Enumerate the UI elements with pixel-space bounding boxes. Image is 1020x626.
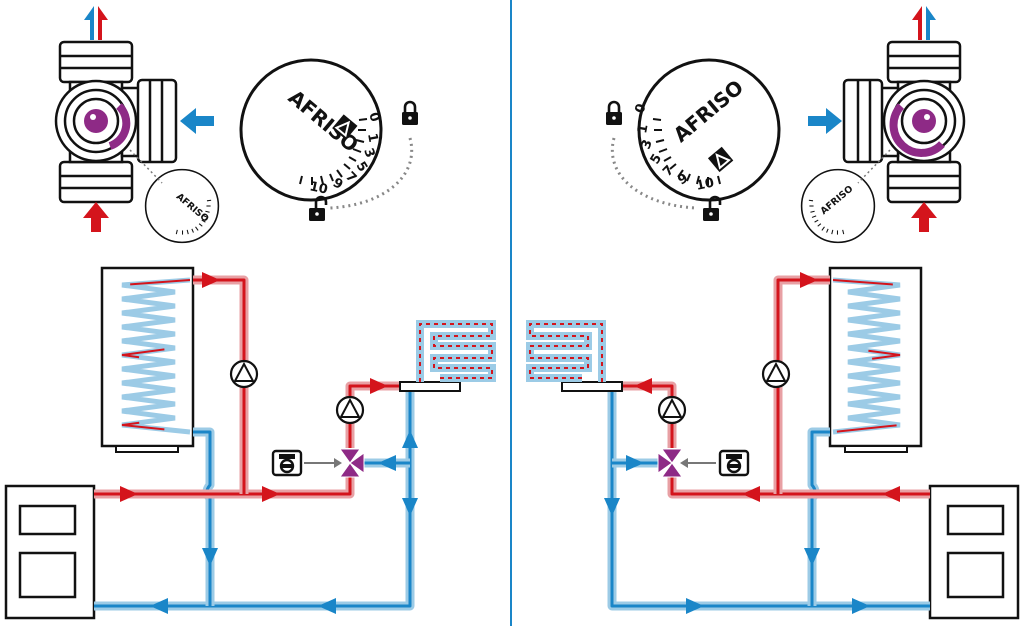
arrow-up-hot-cold-icon: [84, 6, 108, 40]
actuator-icon: [271, 449, 303, 477]
arrow-up-icon: [83, 202, 109, 232]
lock-travel-path-right: [610, 137, 697, 210]
arrow-down-icon: [604, 498, 620, 516]
arrow-up-icon: [911, 202, 937, 232]
arrow-down-icon: [402, 498, 418, 516]
arrow-left-icon: [634, 378, 652, 394]
small-dial-right: AFRISO: [800, 168, 876, 244]
manifold-right: [561, 381, 623, 392]
lock-travel-path-left: [329, 137, 414, 210]
arrow-right-icon: [800, 272, 818, 288]
svg-text:0: 0: [633, 102, 650, 115]
big-dial-left: AFRISO 0 1 3 5 7 9 10: [239, 58, 383, 202]
arrow-left-icon: [180, 108, 214, 134]
boiler-left: [4, 484, 96, 620]
afriso-logo-icon: [707, 146, 734, 173]
pump-icon: [229, 359, 259, 389]
arrow-left-icon: [882, 486, 900, 502]
arrow-right-icon: [686, 598, 704, 614]
tank-coil-left: [121, 277, 191, 435]
arrow-down-icon: [804, 548, 820, 566]
arrow-left-icon: [378, 455, 396, 471]
arrow-left-icon: [150, 598, 168, 614]
afriso-logo-icon: [332, 114, 358, 140]
pump-icon: [761, 359, 791, 389]
underfloor-loop-left: [416, 320, 496, 382]
lock-closed-icon: [604, 100, 624, 127]
right-half: AFRISO AFRISO 0 1 3 5 7 9 10: [526, 6, 1020, 620]
arrow-right-icon: [262, 486, 280, 502]
big-dial-right: AFRISO 0 1 3 5 7 9 10: [633, 58, 781, 202]
valve-position-arc-right: [889, 103, 945, 157]
svg-text:10: 10: [308, 179, 329, 197]
arrow-right-icon: [120, 486, 138, 502]
svg-text:10: 10: [695, 175, 716, 193]
arrow-right-icon: [808, 108, 842, 134]
pump-icon: [335, 395, 365, 425]
lock-closed-icon: [400, 100, 420, 127]
valve-knob-right: [912, 109, 936, 133]
tank-coil-right: [832, 277, 901, 435]
valve-knob-left: [84, 109, 108, 133]
actuator-icon: [718, 449, 750, 477]
arrow-left-icon: [742, 486, 760, 502]
manifold-left: [399, 381, 461, 392]
arrow-down-icon: [202, 548, 218, 566]
mixing-valve-icon: [339, 448, 365, 478]
left-half: AFRISO AFRISO 0 1 3 5 7 9 10: [4, 6, 496, 620]
svg-text:1: 1: [364, 132, 380, 144]
valve-position-arc-left: [108, 103, 131, 150]
svg-text:0: 0: [365, 111, 382, 124]
boiler-right: [928, 484, 1020, 620]
svg-text:1: 1: [635, 123, 651, 135]
pump-icon: [657, 395, 687, 425]
arrow-up-hot-cold-icon: [912, 6, 936, 40]
arrow-left-icon: [318, 598, 336, 614]
arrow-left-icon: [202, 272, 220, 288]
underfloor-loop-right: [526, 320, 606, 382]
mixing-valve-icon: [657, 448, 683, 478]
small-dial-left: AFRISO: [144, 168, 220, 244]
arrow-right-icon: [626, 455, 644, 471]
arrow-right-icon: [370, 378, 388, 394]
arrow-up-icon: [402, 430, 418, 448]
arrow-right-icon: [852, 598, 870, 614]
